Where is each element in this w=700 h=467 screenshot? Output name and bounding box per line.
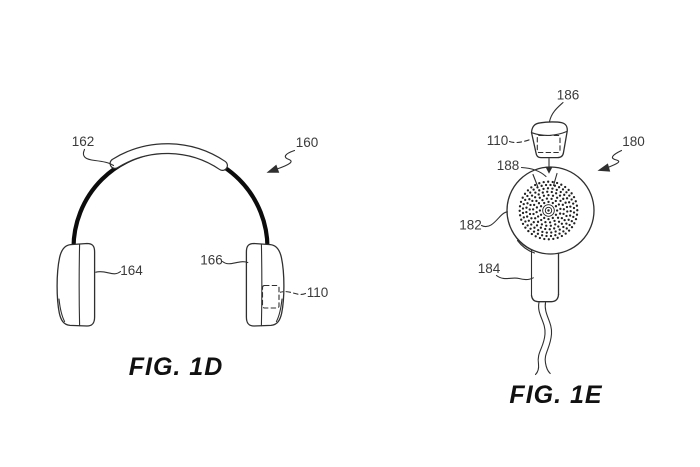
ref-label-166: 166: [200, 253, 223, 268]
leader-184: [495, 274, 534, 281]
media-device-dashed-outline-cap: [536, 134, 561, 154]
arrow-160-head: [266, 164, 280, 173]
leader-186: [548, 101, 564, 123]
leader-164: [95, 270, 122, 275]
arrow-180-squiggle: [605, 149, 623, 169]
ref-label-164: 164: [120, 263, 143, 278]
arrow-160-squiggle: [276, 149, 296, 170]
ref-label-186: 186: [557, 88, 580, 103]
fig-1e-earbud-drawing: 186 110 188 180 182 184 FIG. 1E: [459, 88, 645, 410]
cable-right-line: [544, 301, 553, 375]
headband-pad: [110, 144, 227, 170]
earbud-cap-body: [530, 121, 568, 159]
leader-188: [520, 166, 547, 178]
ref-label-110-fig1d: 110: [307, 285, 329, 300]
earbud-stem: [530, 249, 560, 303]
cable-left-line: [534, 301, 546, 376]
ref-label-180: 180: [622, 134, 645, 149]
left-earcup-body: [56, 242, 96, 327]
left-earcup-seam: [58, 298, 66, 323]
headband-arc: [71, 148, 270, 249]
speaker-grille-dots: [518, 180, 579, 241]
earbud-cable: [534, 301, 553, 376]
media-device-dashed-outline: [261, 284, 280, 309]
arrow-180-head: [597, 163, 611, 172]
ref-label-188: 188: [497, 158, 520, 173]
fig-1d-headphones-drawing: 162 160 164 166 110 FIG. 1D: [56, 134, 329, 381]
leader-166: [221, 260, 249, 265]
earbud-inner-rim-arc-1: [511, 229, 539, 253]
fig-1d-caption: FIG. 1D: [129, 353, 224, 381]
leader-110e-dashed: [508, 138, 532, 144]
earbud-face-tick-left: [532, 173, 539, 187]
fig-1e-caption: FIG. 1E: [509, 381, 602, 409]
ref-label-162: 162: [72, 134, 95, 149]
insert-arrow-head: [545, 166, 553, 174]
earbud-face-tick-right: [552, 172, 558, 187]
leader-162: [82, 148, 115, 167]
stem-bottom-edge: [530, 293, 560, 303]
right-earcup: [245, 242, 285, 327]
ref-label-184: 184: [478, 261, 501, 276]
earbud-inner-rim-arc-2: [516, 239, 536, 254]
ref-label-182: 182: [459, 218, 482, 233]
earbud-body-circle: [506, 166, 595, 255]
ref-label-160: 160: [296, 135, 319, 150]
ref-label-110-fig1e: 110: [487, 133, 509, 148]
left-earcup: [56, 242, 96, 327]
leader-182: [480, 211, 508, 228]
leader-110-dashed: [279, 291, 307, 295]
